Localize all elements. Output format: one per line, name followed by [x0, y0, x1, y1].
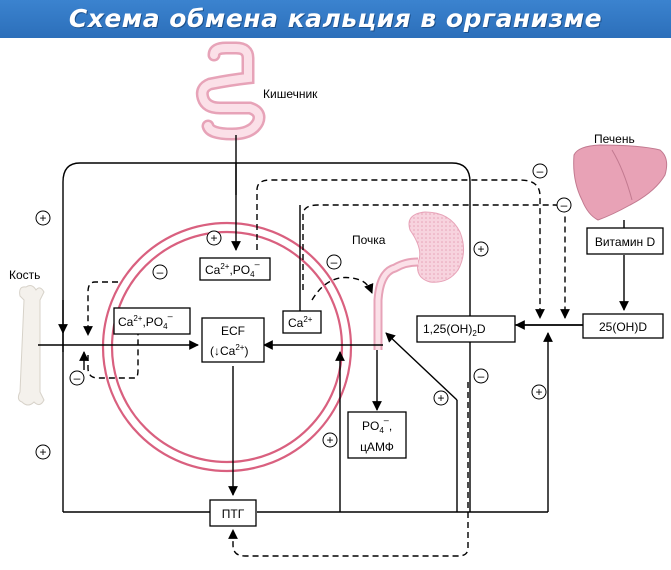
intestine-illustration	[195, 41, 266, 251]
outer-loop-left	[62, 162, 471, 512]
box-ecf: ECF (↓Ca2+)	[201, 317, 265, 363]
svg-text:PO4–,: PO4–,	[362, 415, 392, 435]
intestine-label: Кишечник	[263, 87, 318, 101]
sign-minus-left-bracket-top: –	[152, 264, 168, 280]
box-ca-po4-top: Ca2+,PO4–	[199, 257, 271, 281]
svg-text:Ca2+,PO4–: Ca2+,PO4–	[118, 311, 173, 331]
svg-text:ПТГ: ПТГ	[222, 507, 245, 521]
sign-plus-kidney-diagonal: +	[433, 390, 449, 406]
sign-plus-top-right: +	[473, 241, 489, 257]
svg-text:Ca2+,PO4–: Ca2+,PO4–	[205, 259, 260, 279]
svg-text:–: –	[561, 198, 568, 212]
svg-text:–: –	[331, 255, 338, 269]
svg-text:(↓Ca2+): (↓Ca2+)	[210, 343, 248, 358]
box-calcitriol: 1,25(OH)2D	[416, 315, 516, 343]
svg-text:+: +	[210, 231, 217, 245]
svg-text:–: –	[157, 265, 164, 279]
box-ptg: ПТГ	[209, 499, 257, 527]
svg-text:ECF: ECF	[221, 324, 245, 338]
bone-illustration	[17, 285, 45, 406]
sign-plus-bone-bottom: +	[35, 444, 51, 460]
sign-minus-liver-mid: –	[556, 197, 572, 213]
sign-plus-right-column: +	[531, 384, 547, 400]
svg-text:–: –	[537, 164, 544, 178]
sign-plus-bone-top: +	[35, 210, 51, 226]
box-ca-po4-left: Ca2+,PO4–	[113, 307, 191, 335]
sign-plus-ptg-side: +	[322, 432, 338, 448]
svg-text:Ca2+: Ca2+	[288, 315, 313, 330]
svg-text:+: +	[477, 242, 484, 256]
sign-minus-calcitriol-below: –	[473, 368, 489, 384]
svg-text:–: –	[478, 369, 485, 383]
title-banner	[0, 0, 671, 38]
box-vitamin-d: Витамин D	[586, 227, 664, 255]
sign-minus-kidney: –	[326, 254, 342, 270]
ecf-compartment-ring	[101, 221, 353, 473]
liver-label: Печень	[594, 132, 635, 146]
box-calcidiol: 25(OH)D	[582, 313, 664, 339]
svg-text:+: +	[437, 391, 444, 405]
kidney-label: Почка	[352, 233, 386, 247]
sign-minus-liver-top: –	[532, 163, 548, 179]
diagram-title: Схема обмена кальция в организме	[68, 4, 603, 33]
svg-text:25(OH)D: 25(OH)D	[599, 320, 647, 334]
sign-minus-left-bracket-bottom: –	[69, 370, 85, 386]
box-po4-camp: PO4–, цАМФ	[347, 411, 407, 459]
sign-plus-intestine: +	[206, 230, 222, 246]
liver-illustration	[573, 144, 668, 221]
svg-text:+: +	[326, 433, 333, 447]
svg-text:1,25(OH)2D: 1,25(OH)2D	[423, 322, 486, 338]
svg-text:–: –	[74, 371, 81, 385]
box-ca-kidney: Ca2+	[282, 310, 322, 334]
kidney-illustration	[373, 211, 464, 350]
svg-text:+: +	[39, 445, 46, 459]
bone-label: Кость	[9, 268, 40, 282]
svg-text:Витамин D: Витамин D	[595, 235, 656, 249]
svg-text:цАМФ: цАМФ	[360, 440, 394, 454]
svg-text:+: +	[39, 211, 46, 225]
svg-text:+: +	[535, 385, 542, 399]
